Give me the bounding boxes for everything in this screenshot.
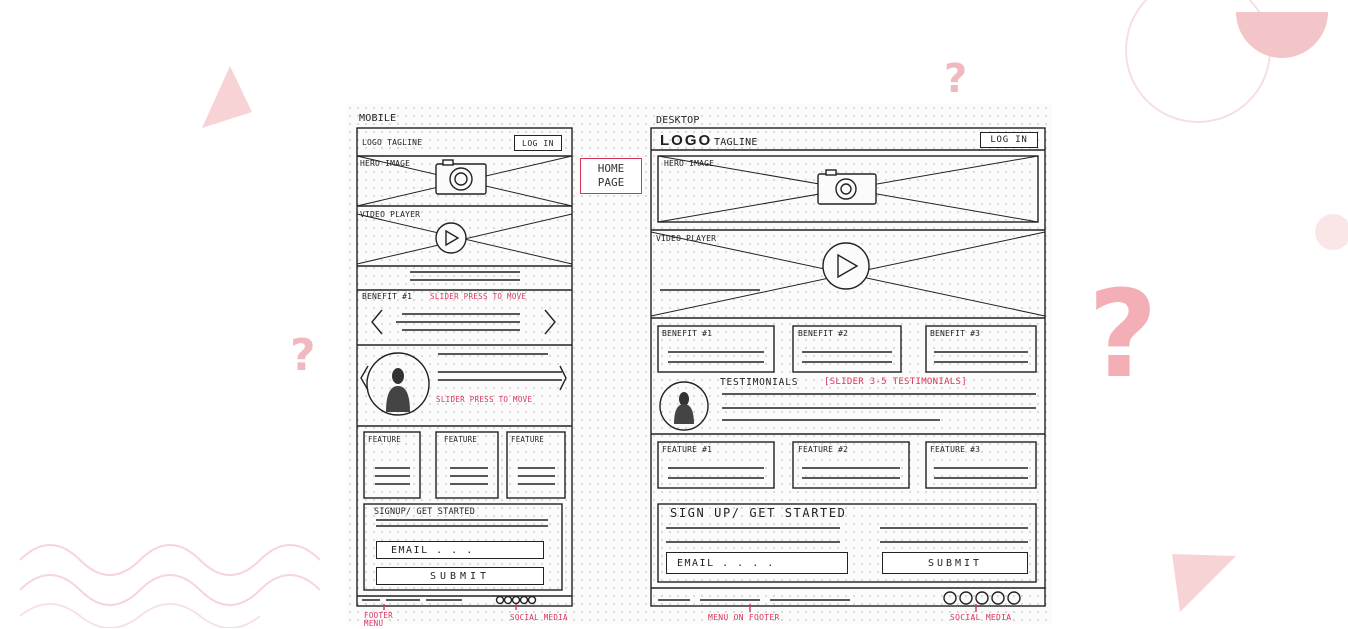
decor-wave-2 [19, 574, 321, 606]
desktop-feature-label-3: FEATURE #3 [930, 445, 981, 454]
mobile-heading: MOBILE [359, 113, 397, 124]
decor-half-circle [1236, 12, 1328, 58]
desktop-feature-box-3 [925, 441, 1037, 489]
desktop-benefit-label-3: BENEFIT #3 [930, 329, 981, 338]
desktop-social-note: SOCIAL MEDIA [950, 613, 1012, 622]
desktop-hero-label: HERO IMAGE [664, 159, 715, 168]
mobile-submit-button[interactable]: SUBMIT [376, 567, 544, 585]
mobile-feature-box-2 [435, 431, 499, 499]
desktop-feature-label-2: FEATURE #2 [798, 445, 849, 454]
decor-question-mark-top: ? [944, 56, 968, 102]
mobile-slider-next-icon [544, 309, 556, 335]
mobile-hero-label: HERO IMAGE [360, 159, 411, 168]
mobile-slider-note-1: SLIDER PRESS TO MOVE [430, 292, 527, 301]
desktop-feature-box-2 [792, 441, 910, 489]
mobile-email-field[interactable]: EMAIL . . . [376, 541, 544, 559]
desktop-email-field[interactable]: EMAIL . . . . [666, 552, 848, 574]
desktop-signup-label: SIGN UP/ GET STARTED [670, 506, 847, 520]
desktop-benefit-box-1 [657, 325, 775, 373]
desktop-feature-box-1 [657, 441, 775, 489]
mobile-feature-label-1: FEATURE [368, 435, 402, 444]
decor-triangle-right [1172, 554, 1236, 612]
mobile-social-note: SOCIAL MEDIA [510, 613, 568, 622]
mobile-login-button[interactable]: LOG IN [514, 135, 562, 151]
mobile-feature-label-3: FEATURE [511, 435, 545, 444]
mobile-feature-box-3 [506, 431, 566, 499]
desktop-submit-button[interactable]: SUBMIT [882, 552, 1028, 574]
desktop-frame [650, 127, 1046, 607]
desktop-benefit-label-1: BENEFIT #1 [662, 329, 713, 338]
mobile-video-label: VIDEO PLAYER [360, 210, 421, 219]
mobile-logo-tagline: LOGO TAGLINE [362, 138, 423, 147]
desktop-benefit-box-2 [792, 325, 902, 373]
mobile-signup-box [363, 503, 563, 591]
desktop-benefit-box-3 [925, 325, 1037, 373]
decor-dot [1315, 214, 1348, 250]
desktop-signup-box [657, 503, 1037, 583]
desktop-login-button[interactable]: LOG IN [980, 132, 1038, 148]
mobile-slider-note-2: SLIDER PRESS TO MOVE [436, 395, 533, 404]
mobile-benefit-label: BENEFIT #1 [362, 292, 413, 301]
desktop-testimonials-note: [SLIDER 3-5 TESTIMONIALS] [824, 377, 967, 387]
mobile-signup-label: SIGNUP/ GET STARTED [374, 507, 476, 517]
desktop-video-label: VIDEO PLAYER [656, 234, 717, 243]
mobile-play-icon [435, 222, 467, 254]
desktop-benefit-label-2: BENEFIT #2 [798, 329, 849, 338]
desktop-feature-label-1: FEATURE #1 [662, 445, 713, 454]
desktop-hero-box [657, 155, 1039, 223]
mobile-avatar [366, 352, 430, 416]
decor-wave-3 [19, 603, 261, 628]
decor-question-mark-left: ? [290, 330, 316, 381]
mobile-footer-note: FOOTER MENU [364, 611, 393, 629]
desktop-tagline: TAGLINE [714, 137, 758, 148]
mobile-feature-box-1 [363, 431, 421, 499]
decor-triangle-left [202, 66, 252, 128]
desktop-avatar [659, 381, 709, 431]
decor-wave-1 [19, 544, 321, 576]
mobile-feature-label-2: FEATURE [444, 435, 478, 444]
desktop-logo: LOGO [660, 132, 713, 149]
decor-question-mark-right: ? [1088, 266, 1158, 405]
desktop-heading: DESKTOP [656, 115, 700, 126]
mobile-slider-prev-icon [371, 309, 383, 335]
home-page-note: HOME PAGE [580, 158, 642, 194]
desktop-footer-note: MENU ON FOOTER [708, 613, 780, 622]
mobile-frame [356, 127, 573, 607]
desktop-play-icon [822, 242, 870, 290]
desktop-testimonials-label: TESTIMONIALS [720, 377, 799, 388]
